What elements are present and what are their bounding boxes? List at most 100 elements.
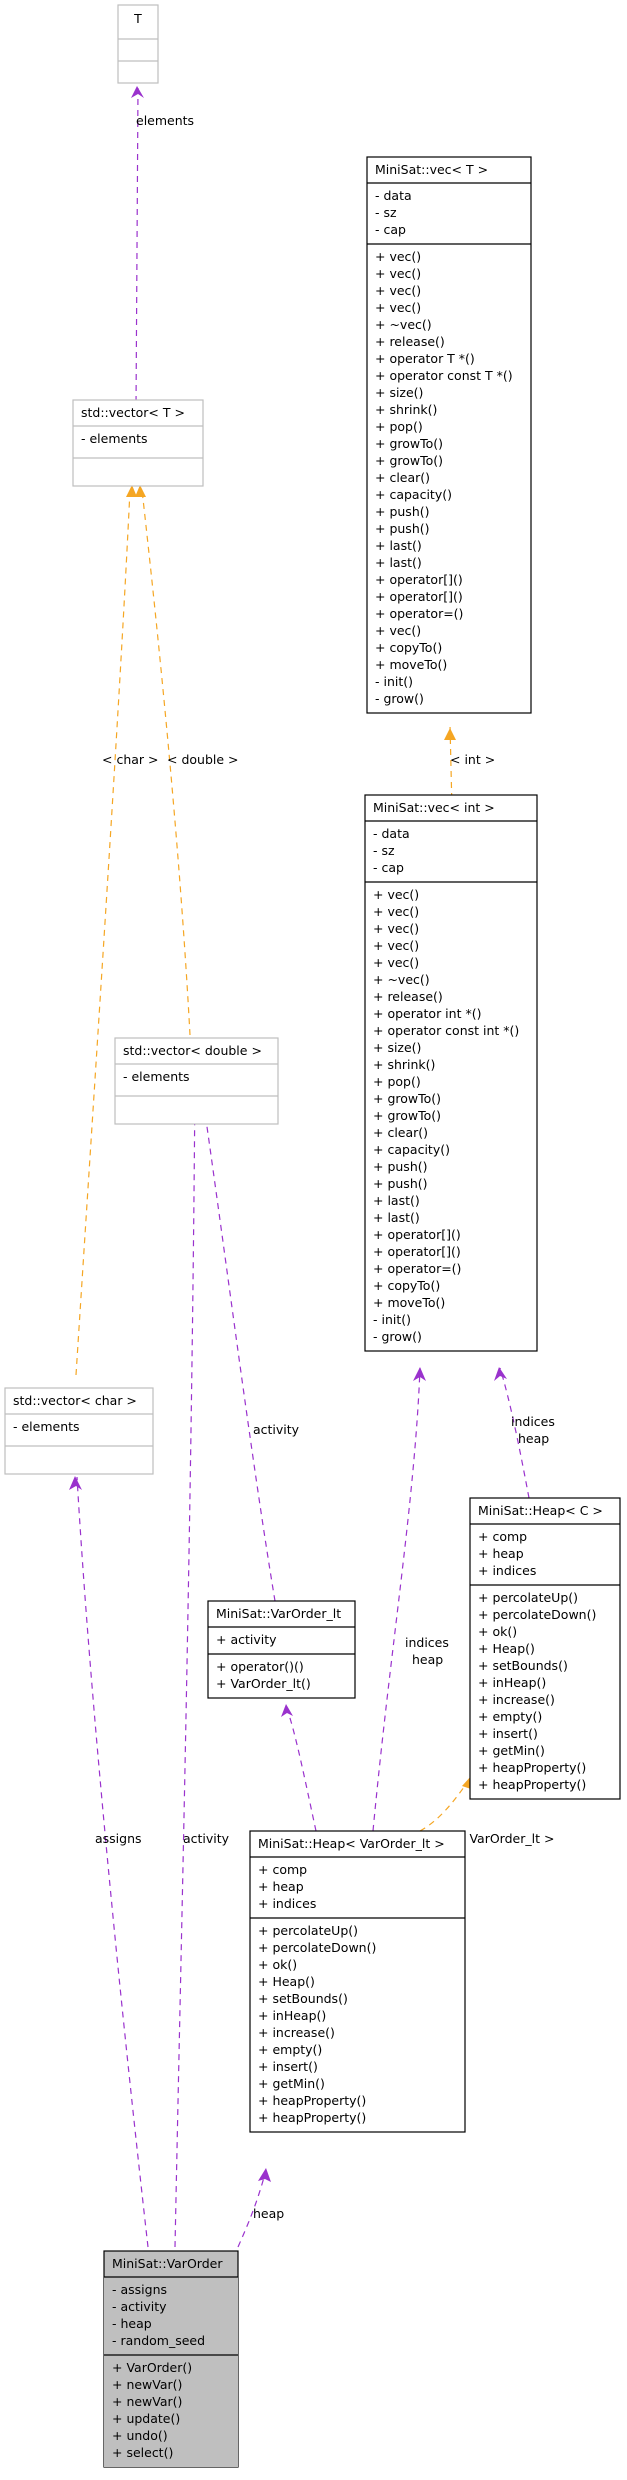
edge-elements	[135, 87, 139, 409]
class-heap-varorder-lt[interactable]: MiniSat::Heap< VarOrder_lt >+ comp+ heap…	[249, 1830, 466, 2133]
class-method: + Heap()	[258, 1974, 315, 1989]
class-attribute: - random_seed	[112, 2333, 205, 2348]
class-method: + VarOrder_lt()	[216, 1676, 311, 1691]
class-method: + inHeap()	[478, 1675, 546, 1690]
class-method: + ~vec()	[375, 317, 432, 332]
class-method: + vec()	[375, 266, 421, 281]
class-attribute: - elements	[13, 1419, 80, 1434]
edge-label-int: < int >	[450, 752, 495, 767]
class-attribute: + heap	[478, 1546, 524, 1561]
class-method: + pop()	[375, 419, 423, 434]
class-method: + Heap()	[478, 1641, 535, 1656]
class-std-vector-double[interactable]: std::vector< double >- elements	[114, 1037, 279, 1125]
class-method: + insert()	[478, 1726, 538, 1741]
class-vec-int[interactable]: MiniSat::vec< int >- data- sz- cap+ vec(…	[364, 794, 538, 1352]
class-name: MiniSat::VarOrder	[112, 2256, 223, 2271]
class-method: + increase()	[478, 1692, 555, 1707]
class-method: + operator[]()	[373, 1244, 461, 1259]
class-T[interactable]: T	[117, 4, 159, 84]
class-method: + setBounds()	[478, 1658, 568, 1673]
class-method: - grow()	[375, 691, 424, 706]
class-attribute: + indices	[478, 1563, 536, 1578]
class-attribute: - sz	[375, 205, 397, 220]
class-method: + update()	[112, 2411, 180, 2426]
class-method: + last()	[375, 555, 422, 570]
class-method: + last()	[373, 1210, 420, 1225]
class-method: + pop()	[373, 1074, 421, 1089]
class-name: std::vector< double >	[123, 1043, 262, 1058]
class-name: MiniSat::Heap< VarOrder_lt >	[258, 1836, 445, 1851]
class-method: + release()	[373, 989, 443, 1004]
class-name: MiniSat::Heap< C >	[478, 1503, 603, 1518]
class-varorder[interactable]: MiniSat::VarOrder- assigns- activity- he…	[103, 2250, 239, 2468]
class-method: + operator const T *()	[375, 368, 513, 383]
class-name: MiniSat::vec< T >	[375, 162, 488, 177]
class-attribute: - data	[375, 188, 412, 203]
arrowhead-comp	[281, 1704, 293, 1717]
edge-label-assigns: assigns	[95, 1831, 142, 1846]
class-box-body	[104, 2277, 238, 2467]
class-method: + vec()	[375, 249, 421, 264]
class-method: + vec()	[373, 955, 419, 970]
edge-char-template	[75, 489, 131, 1376]
class-method: - init()	[373, 1312, 411, 1327]
class-method: + ~vec()	[373, 972, 430, 987]
class-box-frame	[117, 4, 159, 84]
class-name: MiniSat::vec< int >	[373, 800, 495, 815]
class-method: + newVar()	[112, 2377, 182, 2392]
class-method: + getMin()	[258, 2076, 325, 2091]
edge-label-indices-heap-vec-1: indices	[511, 1414, 555, 1429]
class-heap-C[interactable]: MiniSat::Heap< C >+ comp+ heap+ indices+…	[469, 1497, 621, 1800]
class-method: + last()	[375, 538, 422, 553]
arrowhead-char	[126, 485, 137, 497]
class-method: + capacity()	[373, 1142, 450, 1157]
class-method: + shrink()	[375, 402, 437, 417]
class-method: + percolateUp()	[258, 1923, 358, 1938]
class-vec-T[interactable]: MiniSat::vec< T >- data- sz- cap+ vec()+…	[366, 156, 532, 714]
class-attribute: + heap	[258, 1879, 304, 1894]
class-box-frame	[249, 1830, 466, 2133]
class-method: + vec()	[373, 887, 419, 902]
edge-activity	[199, 1077, 276, 1602]
class-method: + setBounds()	[258, 1991, 348, 2006]
class-method: + operator()()	[216, 1659, 304, 1674]
class-method: + ok()	[258, 1957, 297, 1972]
diagram-edges	[75, 87, 530, 2248]
class-method: + clear()	[373, 1125, 428, 1140]
edge-label-double: < double >	[167, 752, 239, 767]
class-box-frame	[72, 399, 204, 487]
edge-assigns	[76, 1476, 149, 2248]
class-method: + moveTo()	[373, 1295, 445, 1310]
edge-activity-double	[174, 1077, 196, 2248]
class-method: + growTo()	[375, 453, 443, 468]
class-method: + increase()	[258, 2025, 335, 2040]
edge-label-varorder-lt: < VarOrder_lt >	[455, 1831, 554, 1846]
class-method: + push()	[375, 504, 430, 519]
class-method: + shrink()	[373, 1057, 435, 1072]
class-std-vector-T[interactable]: std::vector< T >- elements	[72, 399, 204, 487]
class-method: + select()	[112, 2445, 173, 2460]
class-method: - grow()	[373, 1329, 422, 1344]
class-name: std::vector< char >	[13, 1393, 137, 1408]
class-method: + capacity()	[375, 487, 452, 502]
class-method: + operator[]()	[375, 572, 463, 587]
class-varorder-lt[interactable]: MiniSat::VarOrder_lt+ activity+ operator…	[207, 1600, 356, 1699]
class-method: + copyTo()	[375, 640, 442, 655]
arrowhead-double	[135, 485, 146, 497]
class-method: + percolateDown()	[478, 1607, 596, 1622]
class-std-vector-char[interactable]: std::vector< char >- elements	[4, 1387, 154, 1475]
class-method: + inHeap()	[258, 2008, 326, 2023]
class-attribute: + comp	[258, 1862, 307, 1877]
class-method: + undo()	[112, 2428, 168, 2443]
class-method: + vec()	[375, 623, 421, 638]
arrowhead-indices-heap-vec-int	[413, 1367, 426, 1381]
class-method: + vec()	[375, 283, 421, 298]
class-attribute: - cap	[373, 860, 404, 875]
class-box-frame	[207, 1600, 356, 1699]
class-method: + empty()	[478, 1709, 542, 1724]
class-method: + push()	[373, 1159, 428, 1174]
arrowhead-elements	[131, 86, 144, 98]
class-box-frame	[469, 1497, 621, 1800]
class-method: + operator=()	[375, 606, 463, 621]
